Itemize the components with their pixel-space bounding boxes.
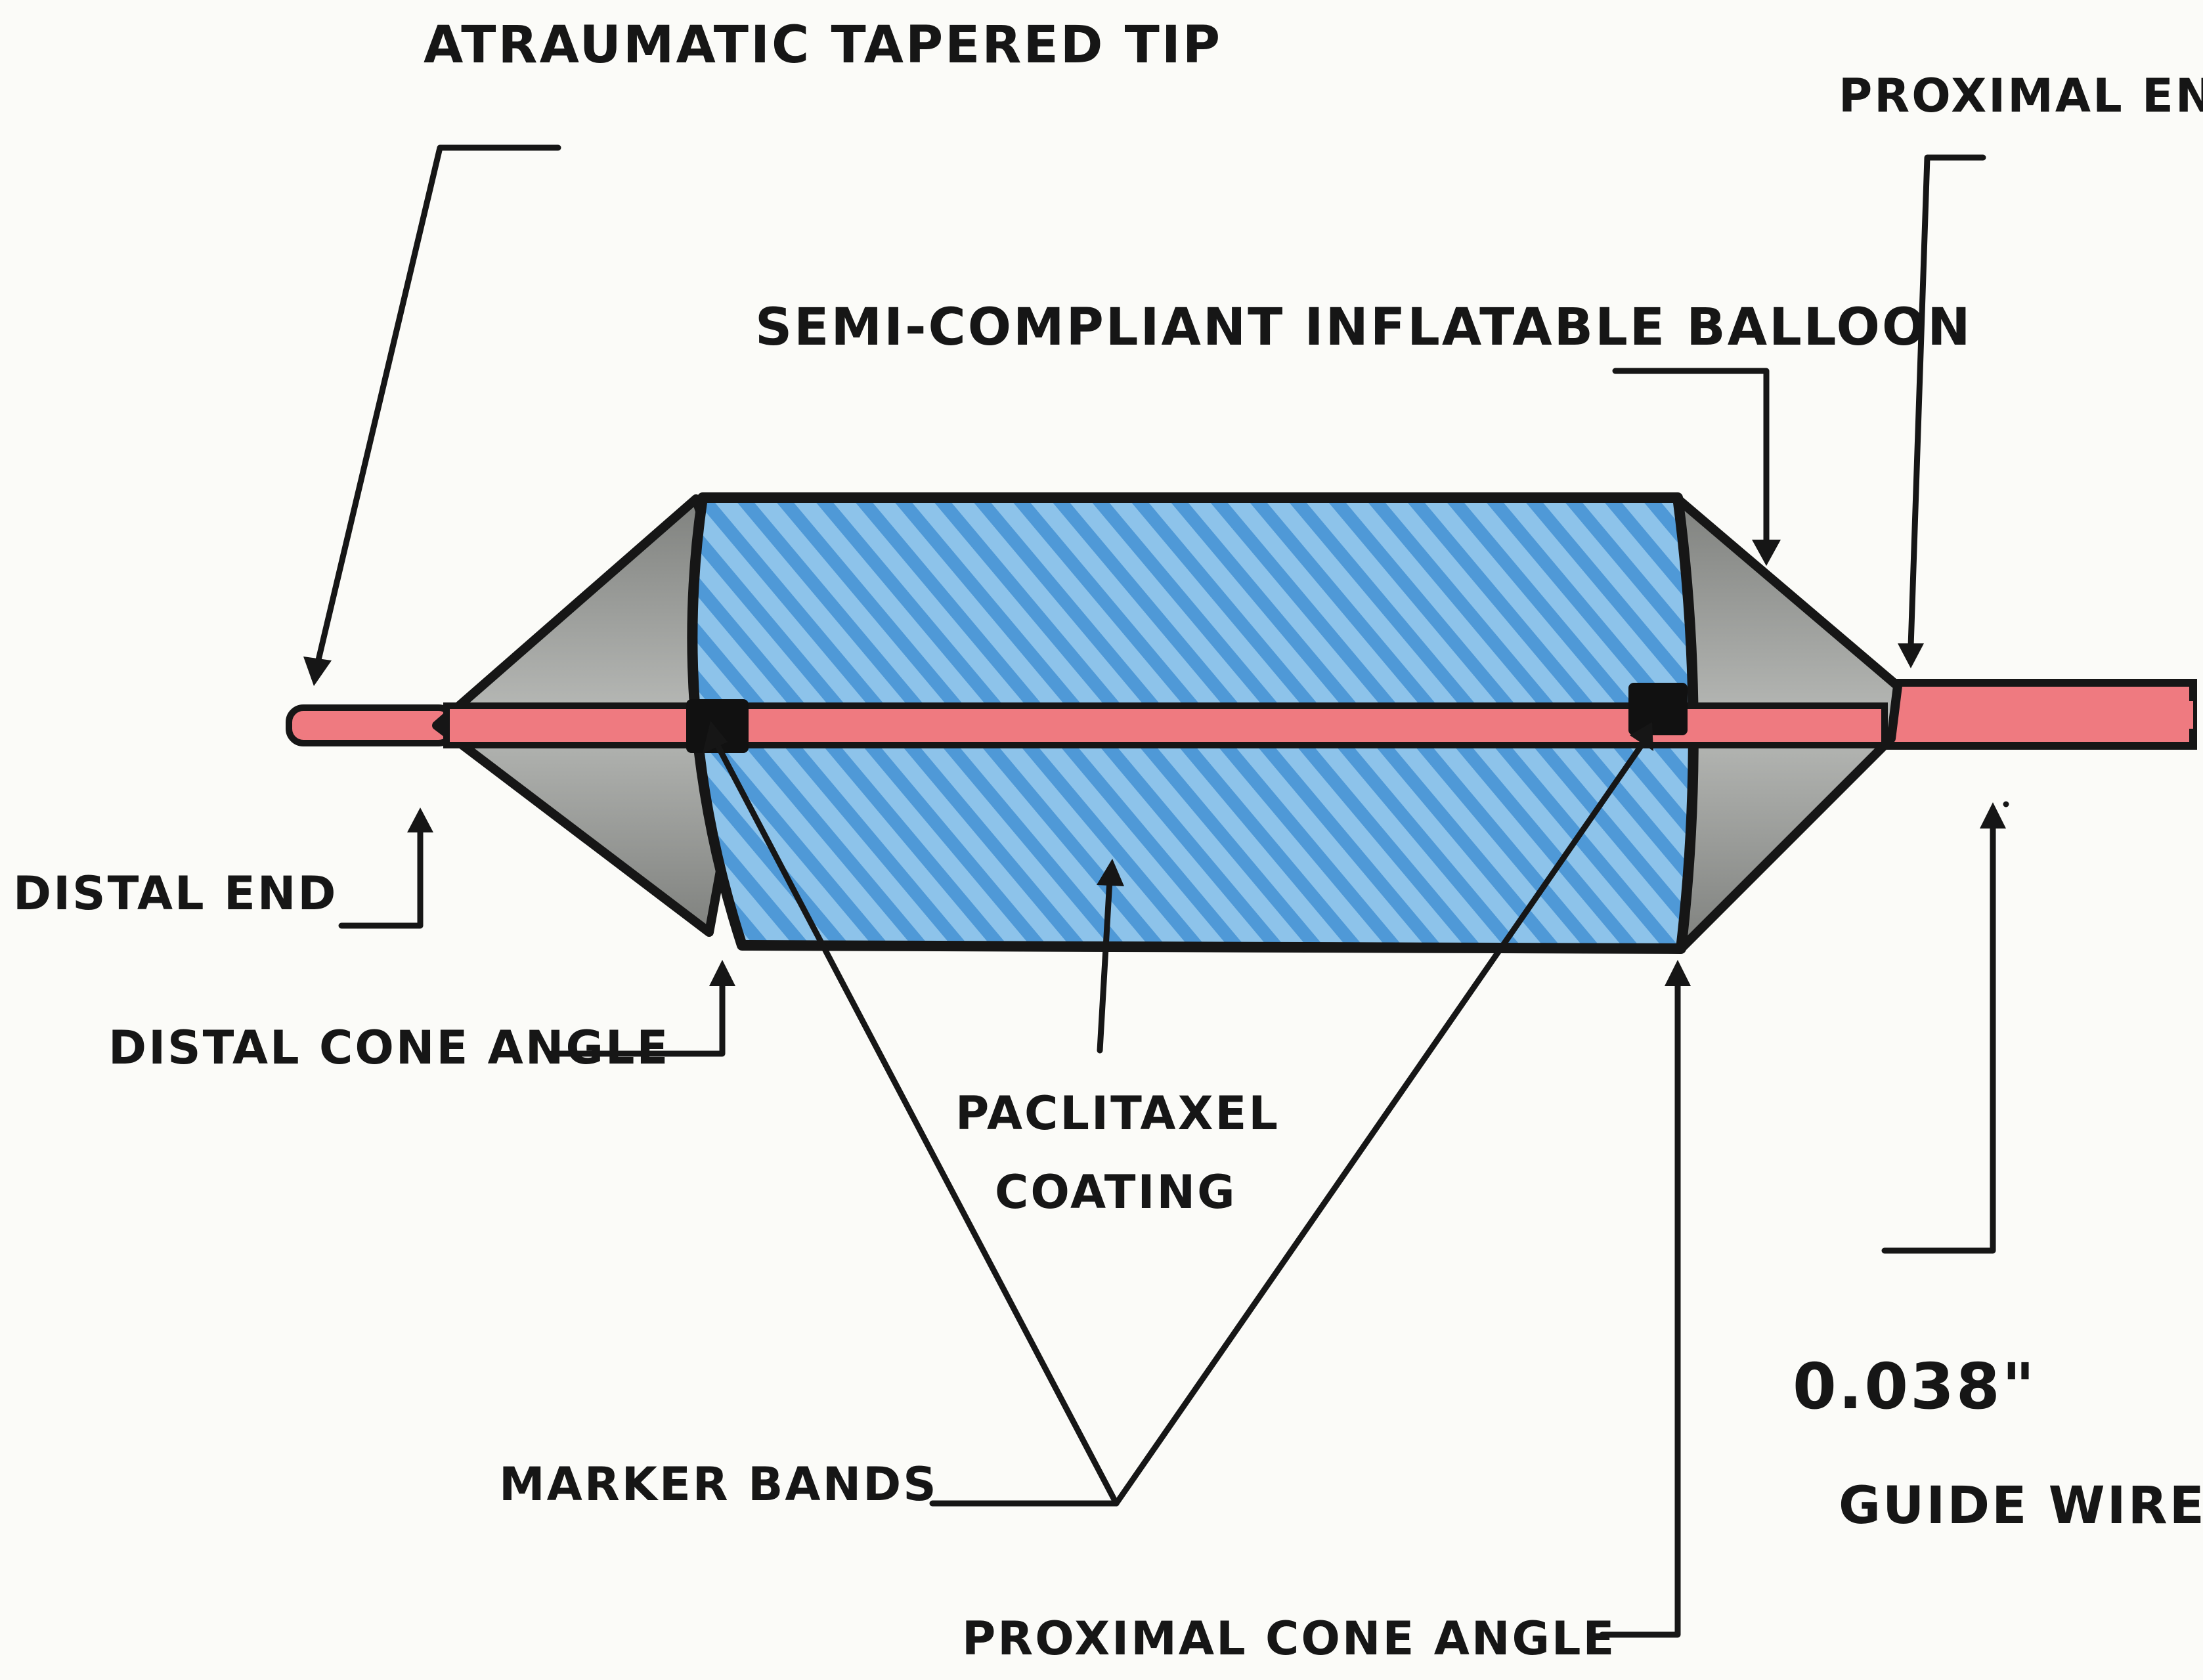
label-distal-cone-angle: DISTAL CONE ANGLE [108,1021,670,1075]
label-coating-line1: PACLITAXEL [955,1087,1280,1140]
label-distal-end: DISTAL END [13,867,338,920]
label-coating-line2: COATING [995,1165,1237,1219]
label-proximal-end: PROXIMAL END [1839,69,2203,123]
label-guide-wire: GUIDE WIRE [1839,1476,2203,1536]
label-atraumatic-tip: ATRAUMATIC TAPERED TIP [424,16,1222,75]
label-proximal-cone-angle: PROXIMAL CONE ANGLE [962,1612,1616,1666]
label-guide-wire-size: 0.038" [1793,1350,2037,1423]
wire-distal-tip [286,704,456,746]
guide-wire [286,679,2197,750]
marker-band-distal [686,699,749,753]
wire-inner-stripe [1885,701,2193,729]
leader-lines [303,144,2009,1638]
label-marker-bands: MARKER BANDS [499,1457,938,1511]
label-balloon: SEMI-COMPLIANT INFLATABLE BALLOON [755,298,1973,357]
marker-band-proximal [1628,683,1688,735]
